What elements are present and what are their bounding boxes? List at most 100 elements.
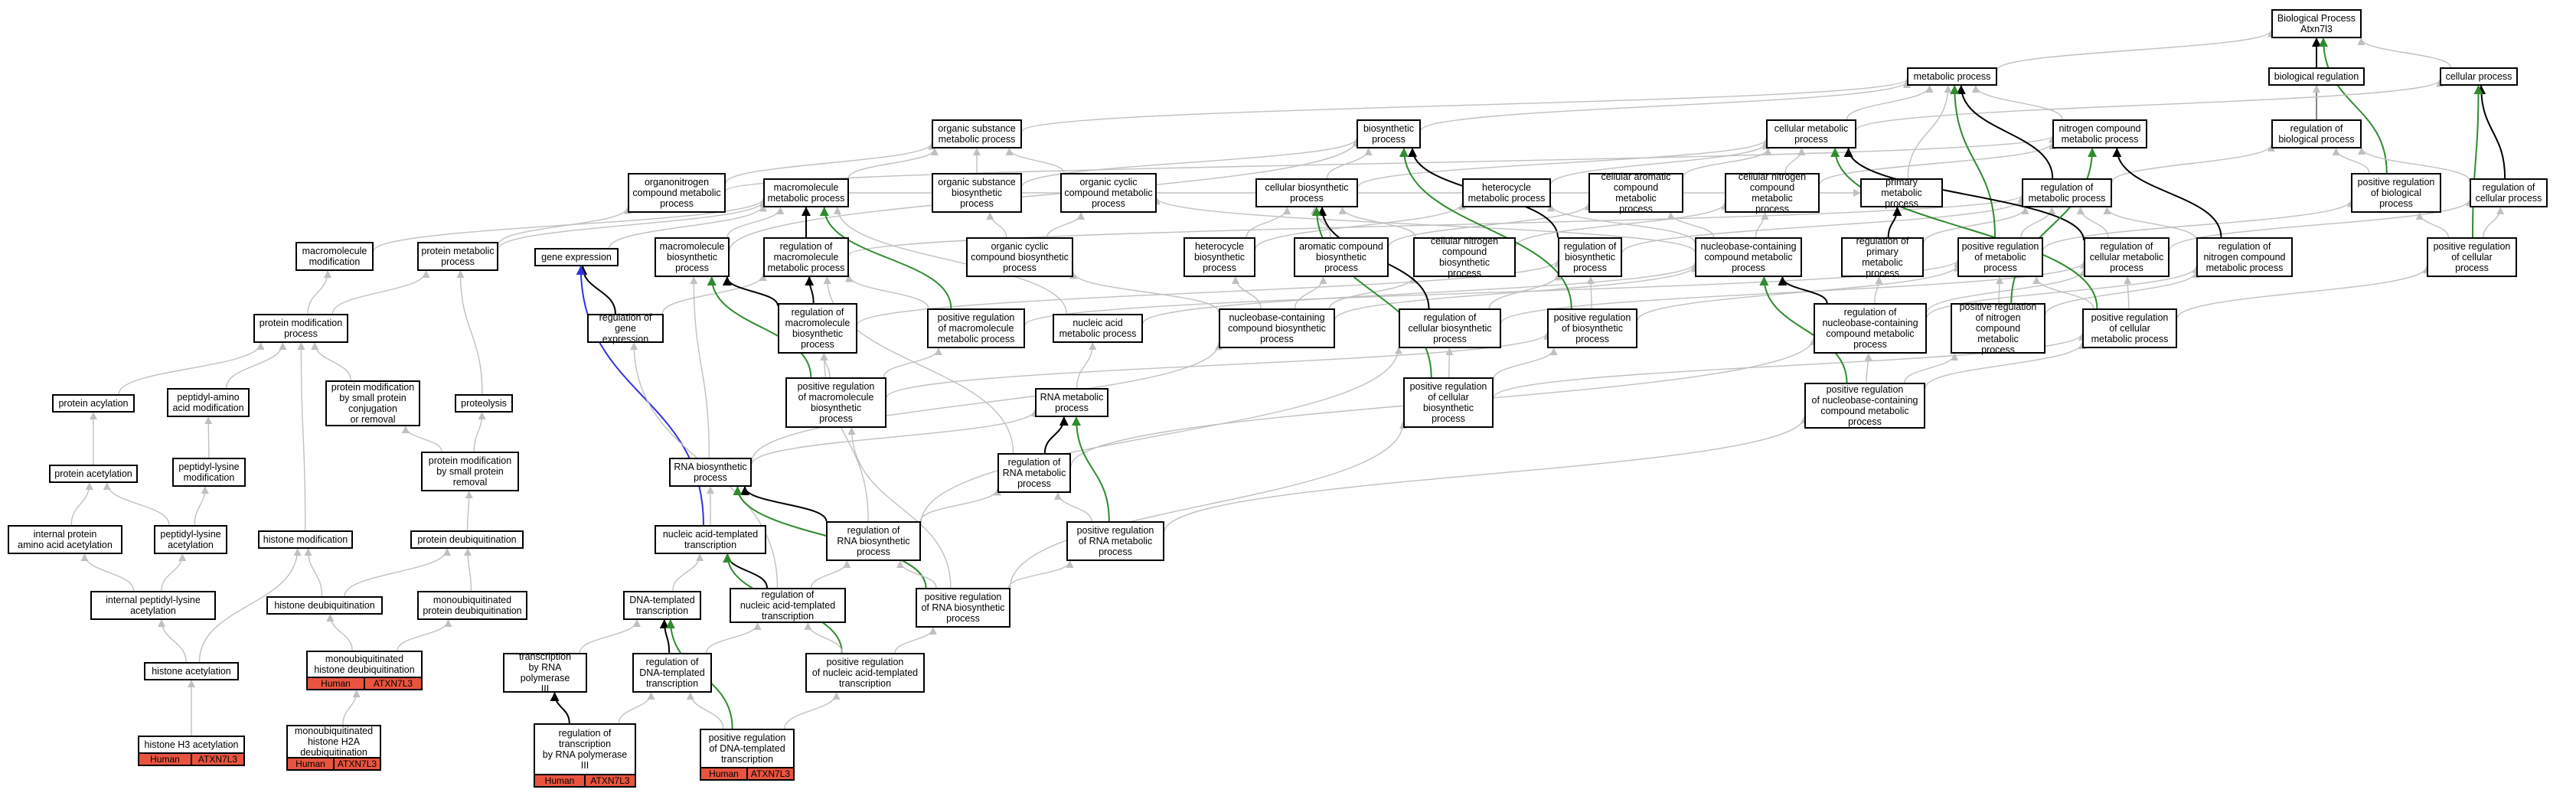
go-term-regrnabp[interactable]: regulation of RNA biosynthetic process — [826, 521, 921, 561]
go-term-regbio[interactable]: regulation of biological process — [2271, 119, 2362, 148]
go-term-protmodp[interactable]: protein modification process — [253, 314, 348, 343]
gene-label: ATXN7L3 — [746, 768, 793, 779]
go-term-nbcmp[interactable]: nucleobase-containing compound metabolic… — [1695, 237, 1802, 277]
go-term-macbp[interactable]: macromolecule biosynthetic process — [655, 237, 730, 277]
go-term-posmacmp[interactable]: positive regulation of macromolecule met… — [927, 308, 1025, 348]
go-term-monoprot[interactable]: monoubiquitinated protein deubiquitinati… — [417, 591, 527, 620]
go-term-occmp[interactable]: organic cyclic compound metabolic proces… — [1060, 173, 1157, 213]
go-term-rnabp[interactable]: RNA biosynthetic process — [669, 458, 752, 487]
go-term-poscbp[interactable]: positive regulation of cellular biosynth… — [1403, 377, 1494, 428]
go-term-protacyl[interactable]: protein acylation — [52, 394, 135, 413]
edge-is-a — [326, 614, 353, 651]
go-term-posnbcmp[interactable]: positive regulation of nucleobase-contai… — [1804, 383, 1925, 429]
go-term-macmp[interactable]: macromolecule metabolic process — [763, 178, 849, 207]
go-term-regmacmp[interactable]: regulation of macromolecule metabolic pr… — [763, 237, 849, 277]
go-term-peplys[interactable]: peptidyl-lysine modification — [172, 458, 246, 487]
go-term-intprot[interactable]: internal protein amino acid acetylation — [8, 525, 122, 554]
go-term-cncmp[interactable]: cellular nitrogen compound metabolic pro… — [1725, 171, 1820, 214]
go-term-nbcbp[interactable]: nucleobase-containing compound biosynthe… — [1219, 308, 1335, 348]
go-term-monoh2a[interactable]: monoubiquitinated histone H2A deubiquiti… — [286, 725, 381, 758]
go-term-reggex[interactable]: regulation of gene expression — [587, 312, 664, 344]
edge-is-a — [579, 619, 641, 654]
go-term-monohist[interactable]: monoubiquitinated histone deubiquitinati… — [306, 651, 423, 678]
go-term-genex[interactable]: gene expression — [534, 248, 619, 266]
go-term-regpmp[interactable]: regulation of primary metabolic process — [1841, 236, 1924, 279]
go-term-cbp[interactable]: cellular biosynthetic process — [1255, 178, 1358, 207]
go-term-regcell[interactable]: regulation of cellular process — [2470, 178, 2548, 207]
edge-is-a — [2415, 212, 2450, 238]
go-term-regmacbp[interactable]: regulation of macromolecule biosynthetic… — [778, 303, 857, 354]
go-term-histmod[interactable]: histone modification — [258, 530, 353, 549]
go-term-posrnamp[interactable]: positive regulation of RNA metabolic pro… — [1066, 521, 1164, 561]
go-term-protmodspr[interactable]: protein modification by small protein re… — [421, 452, 519, 491]
go-term-acbp[interactable]: aromatic compound biosynthetic process — [1294, 237, 1389, 277]
go-term-regbiosyn[interactable]: regulation of biosynthetic process — [1558, 237, 1622, 277]
go-term-posbio[interactable]: positive regulation of biological proces… — [2351, 173, 2441, 213]
go-term-cellproc[interactable]: cellular process — [2440, 67, 2518, 86]
go-term-poscell[interactable]: positive regulation of cellular process — [2427, 237, 2517, 277]
edge-is-a — [342, 690, 361, 726]
go-term-regmet[interactable]: regulation of metabolic process — [2022, 178, 2112, 207]
go-term-protacet[interactable]: protein acetylation — [49, 465, 138, 483]
go-term-posnatx[interactable]: positive regulation of nucleic acid-temp… — [805, 653, 925, 693]
go-term-poscmp[interactable]: positive regulation of cellular metaboli… — [2082, 308, 2177, 348]
go-term-rnamp[interactable]: RNA metabolic process — [1035, 388, 1108, 417]
go-term-regcmp[interactable]: regulation of cellular metabolic process — [2084, 237, 2170, 277]
go-term-peplysac[interactable]: peptidyl-lysine acetylation — [154, 525, 227, 554]
go-term-regnatx[interactable]: regulation of nucleic acid-templated tra… — [730, 588, 846, 623]
go-term-posmet[interactable]: positive regulation of metabolic process — [1957, 237, 2043, 277]
go-term-posmacbp[interactable]: positive regulation of macromolecule bio… — [785, 377, 886, 428]
go-term-bioreg[interactable]: biological regulation — [2268, 67, 2365, 86]
go-term-posbiosyn[interactable]: positive regulation of biosynthetic proc… — [1547, 308, 1637, 348]
species-label: Human — [544, 775, 575, 786]
edge-part-of — [722, 276, 779, 306]
go-term-posncmp[interactable]: positive regulation of nitrogen compound… — [1951, 302, 2045, 355]
go-term-dnatx[interactable]: DNA-templated transcription — [623, 591, 701, 620]
go-term-txpol3[interactable]: transcription by RNA polymerase III — [503, 651, 587, 694]
go-term-bp[interactable]: Biological Process Atxn7l3 — [2271, 9, 2362, 38]
go-term-pepamino[interactable]: peptidyl-amino acid modification — [167, 388, 250, 417]
edge-positively-regulates — [1759, 276, 1848, 383]
go-term-regcbp[interactable]: regulation of cellular biosynthetic proc… — [1399, 308, 1501, 348]
go-term-regdnatx[interactable]: regulation of DNA-templated transcriptio… — [632, 653, 712, 693]
go-term-macmod[interactable]: macromolecule modification — [295, 242, 374, 271]
go-term-onc[interactable]: organonitrogen compound metabolic proces… — [628, 173, 726, 213]
go-term-biosyn[interactable]: biosynthetic process — [1357, 119, 1421, 148]
go-term-cmp[interactable]: cellular metabolic process — [1766, 119, 1856, 148]
go-term-natx[interactable]: nucleic acid-templated transcription — [655, 525, 766, 554]
go-term-ncmp[interactable]: nitrogen compound metabolic process — [2052, 119, 2147, 148]
go-term-osmp[interactable]: organic substance metabolic process — [932, 119, 1022, 148]
go-term-protdeub[interactable]: protein deubiquitination — [410, 530, 524, 549]
go-term-histdeub[interactable]: histone deubiquitination — [266, 596, 383, 615]
go-term-cncbp[interactable]: cellular nitrogen compound biosynthetic … — [1413, 236, 1516, 279]
go-term-occbp[interactable]: organic cyclic compound biosynthetic pro… — [966, 237, 1073, 277]
go-term-protmet[interactable]: protein metabolic process — [417, 242, 498, 271]
go-term-hbp[interactable]: heterocycle biosynthetic process — [1184, 237, 1255, 277]
edge-is-a — [2357, 38, 2451, 68]
go-term-proteolysis[interactable]: proteolysis — [455, 394, 513, 413]
go-term-hmp[interactable]: heterocycle metabolic process — [1462, 178, 1551, 207]
go-term-posrnabp[interactable]: positive regulation of RNA biosynthetic … — [916, 588, 1010, 628]
go-term-histacet[interactable]: histone acetylation — [144, 662, 239, 680]
go-term-osbp[interactable]: organic substance biosynthetic process — [932, 173, 1022, 213]
go-term-met[interactable]: metabolic process — [1907, 67, 1997, 86]
edge-part-of — [550, 692, 570, 724]
go-term-regnbcmp[interactable]: regulation of nucleobase-containing comp… — [1814, 303, 1927, 354]
edge-is-a — [1009, 420, 1407, 589]
go-term-regrnamp[interactable]: regulation of RNA metabolic process — [997, 453, 1071, 493]
go-term-regncmp[interactable]: regulation of nitrogen compound metaboli… — [2196, 237, 2293, 277]
go-term-regpol3[interactable]: regulation of transcription by RNA polym… — [534, 723, 636, 775]
go-term-posdnatx[interactable]: positive regulation of DNA-templated tra… — [700, 729, 795, 768]
go-term-intpeplys[interactable]: internal peptidyl-lysine acetylation — [90, 591, 216, 620]
go-term-cacmp[interactable]: cellular aromatic compound metabolic pro… — [1588, 171, 1683, 214]
gene-label: ATXN7L3 — [364, 678, 421, 689]
go-term-protmodsp[interactable]: protein modification by small protein co… — [325, 380, 420, 426]
go-term-h3acet[interactable]: histone H3 acetylation — [138, 736, 245, 754]
go-term-namp[interactable]: nucleic acid metabolic process — [1053, 314, 1143, 343]
go-term-pmp[interactable]: primary metabolic process — [1860, 177, 1943, 209]
